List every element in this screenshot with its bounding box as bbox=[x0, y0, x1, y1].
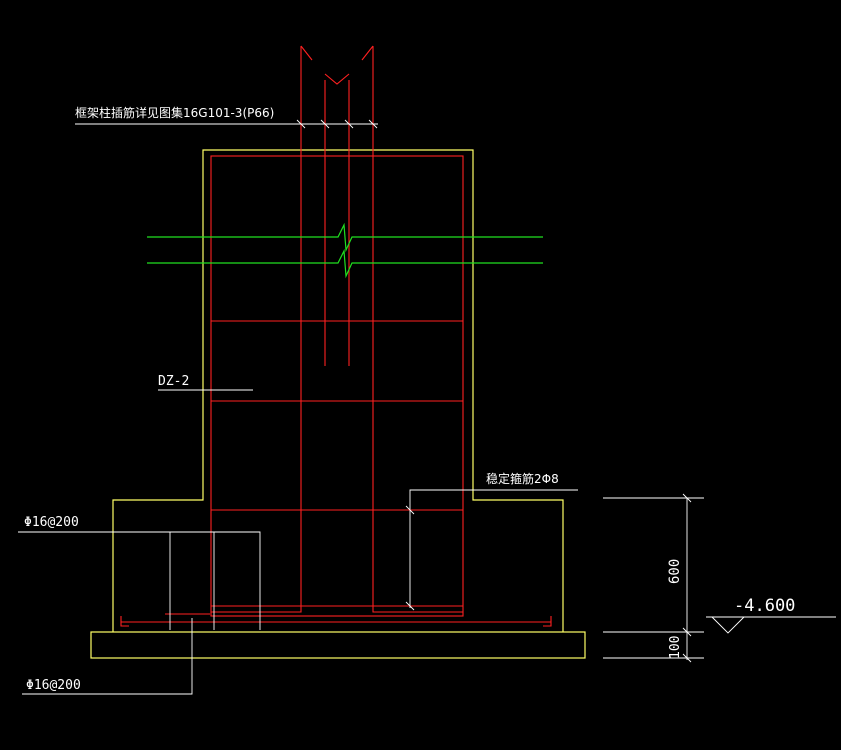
leader-rebar-upper bbox=[18, 531, 261, 630]
column-id-label: DZ-2 bbox=[158, 374, 189, 389]
dim-tick bbox=[682, 653, 692, 663]
tick bbox=[344, 119, 354, 129]
rebar-spec-upper: Φ16@200 bbox=[24, 515, 79, 530]
tick bbox=[405, 505, 415, 515]
pier-and-footing-outline bbox=[112, 149, 564, 632]
bottom-mesh-hook-right bbox=[543, 616, 552, 627]
dim-tick bbox=[682, 627, 692, 637]
break-line-upper bbox=[147, 222, 543, 253]
annotation-lines bbox=[18, 119, 836, 695]
rebar-spec-lower: Φ16@200 bbox=[26, 678, 81, 693]
dowel-bar-right bbox=[372, 46, 463, 613]
tick bbox=[296, 119, 306, 129]
leader-stirrup-note bbox=[409, 489, 578, 608]
tick bbox=[405, 601, 415, 611]
stirrup-note: 稳定箍筋2Φ8 bbox=[486, 471, 559, 486]
top-break-mark bbox=[324, 73, 350, 85]
top-break-mark bbox=[361, 45, 374, 61]
leader-rebar-lower bbox=[22, 618, 193, 695]
tick bbox=[320, 119, 330, 129]
dim-cushion-label: 100 bbox=[668, 636, 683, 659]
cushion-layer bbox=[90, 631, 586, 659]
column-dowel-note: 框架柱插筋详见图集16G101-3(P66) bbox=[75, 105, 274, 120]
bottom-mesh-hook-left bbox=[120, 616, 129, 627]
break-line-lower bbox=[147, 248, 543, 279]
break-lines bbox=[147, 222, 543, 279]
concrete-outline bbox=[90, 149, 586, 659]
rebar-group bbox=[120, 45, 552, 627]
dim-tick bbox=[682, 493, 692, 503]
elevation-label: -4.600 bbox=[734, 596, 795, 616]
tick bbox=[368, 119, 378, 129]
stirrup-cage bbox=[210, 155, 464, 617]
dim-height-label: 600 bbox=[667, 559, 683, 584]
elevation-triangle bbox=[711, 616, 745, 634]
top-break-mark bbox=[300, 45, 313, 61]
dowel-bar-left bbox=[211, 46, 302, 613]
